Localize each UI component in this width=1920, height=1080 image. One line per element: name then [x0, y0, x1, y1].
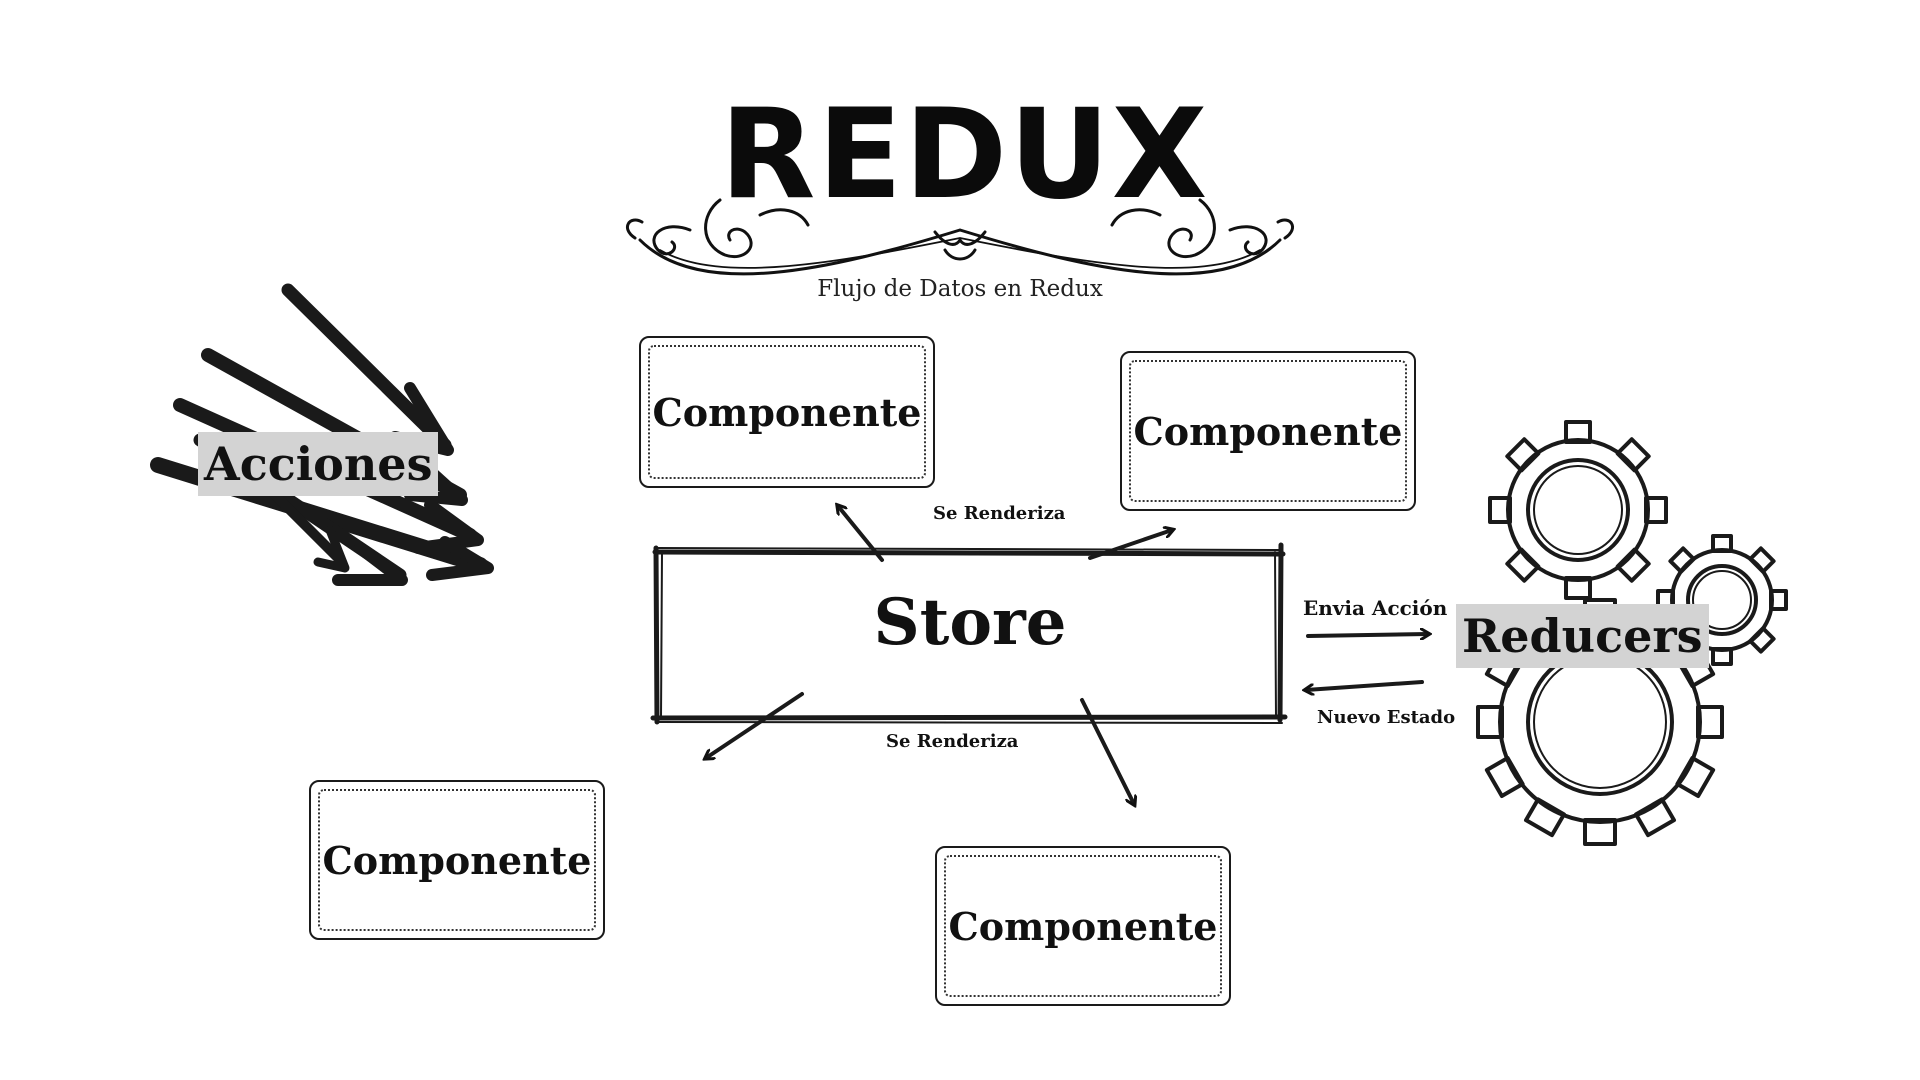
edge-label-new-state: Nuevo Estado: [1317, 707, 1456, 728]
edge-label-send-action: Envia Acción: [1303, 596, 1448, 620]
store-box: [650, 542, 1288, 725]
arrow-render-top-right: [1088, 530, 1172, 560]
component-label: Componente: [652, 389, 922, 435]
arrow-render-top-left: [838, 506, 884, 562]
component-label: Componente: [322, 837, 592, 883]
arrow-render-bottom-left: [706, 692, 804, 758]
arrow-send-action: [1306, 634, 1428, 636]
component-box-bottom-left: Componente: [309, 780, 605, 940]
component-label: Componente: [1133, 408, 1403, 454]
edge-label-render-top: Se Renderiza: [933, 503, 1066, 524]
arrow-new-state: [1306, 680, 1424, 690]
component-box-top-left: Componente: [639, 336, 935, 488]
component-box-bottom-right: Componente: [935, 846, 1231, 1006]
reducers-tag: Reducers: [1456, 604, 1709, 668]
diagram-subtitle: Flujo de Datos en Redux: [817, 276, 1103, 302]
store-label: Store: [873, 585, 1067, 660]
edge-label-render-bottom: Se Renderiza: [886, 731, 1019, 752]
arrow-render-bottom-right: [1080, 698, 1134, 804]
component-box-top-right: Componente: [1120, 351, 1416, 511]
diagram-title: REDUX: [720, 83, 1210, 227]
actions-tag: Acciones: [198, 432, 439, 496]
flourish-ornament: [625, 198, 1295, 276]
component-label: Componente: [948, 903, 1218, 949]
